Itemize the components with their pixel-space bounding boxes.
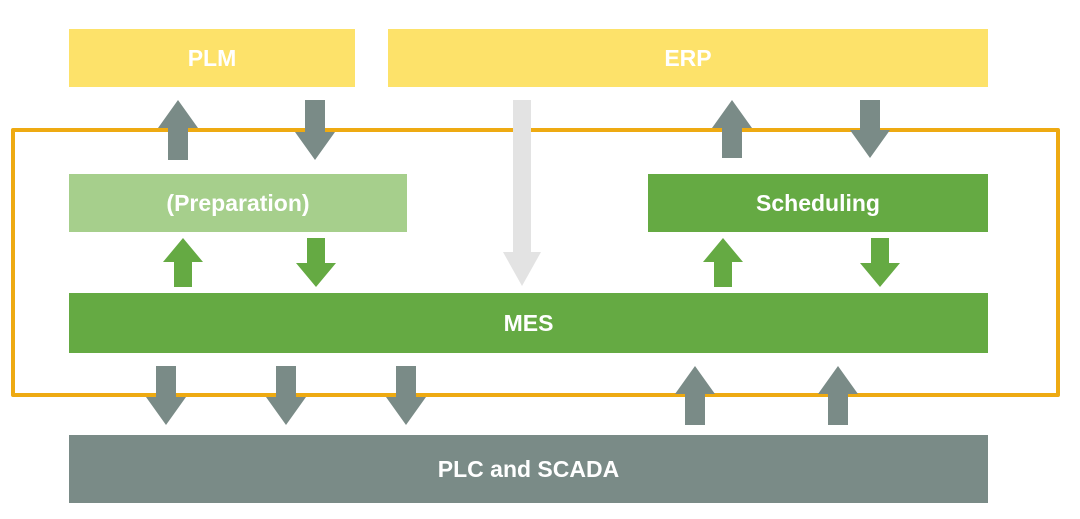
mes-block: MES [69, 293, 988, 353]
arrow-up-icon-plm-up [158, 100, 198, 160]
arrow-down-icon-erp-down-to-mes [503, 100, 541, 286]
preparation-label: (Preparation) [166, 189, 310, 216]
arrow-down-icon-erp-down [850, 100, 890, 158]
plc-scada-block: PLC and SCADA [69, 435, 988, 503]
mes-boundary-frame [11, 128, 1060, 397]
arrow-up-icon-erp-up [712, 100, 752, 158]
arrow-up-icon-sched-up [703, 238, 743, 287]
mes-label: MES [503, 309, 554, 336]
arrow-up-icon-prep-up [163, 238, 203, 287]
arrow-up-icon-plc-up-1 [675, 366, 715, 425]
plm-block: PLM [69, 29, 355, 87]
arrow-down-icon-sched-down [860, 238, 900, 287]
arrow-down-icon-plm-down [295, 100, 335, 160]
plc-scada-label: PLC and SCADA [437, 455, 620, 482]
erp-block: ERP [388, 29, 988, 87]
scheduling-label: Scheduling [756, 189, 880, 216]
plm-label: PLM [187, 44, 237, 71]
arrow-down-icon-prep-down [296, 238, 336, 287]
scheduling-block: Scheduling [648, 174, 988, 232]
arrow-down-icon-plc-down-2 [266, 366, 306, 425]
preparation-block: (Preparation) [69, 174, 407, 232]
arrow-down-icon-plc-down-1 [146, 366, 186, 425]
erp-label: ERP [664, 44, 712, 71]
arrow-down-icon-plc-down-3 [386, 366, 426, 425]
arrow-up-icon-plc-up-2 [818, 366, 858, 425]
